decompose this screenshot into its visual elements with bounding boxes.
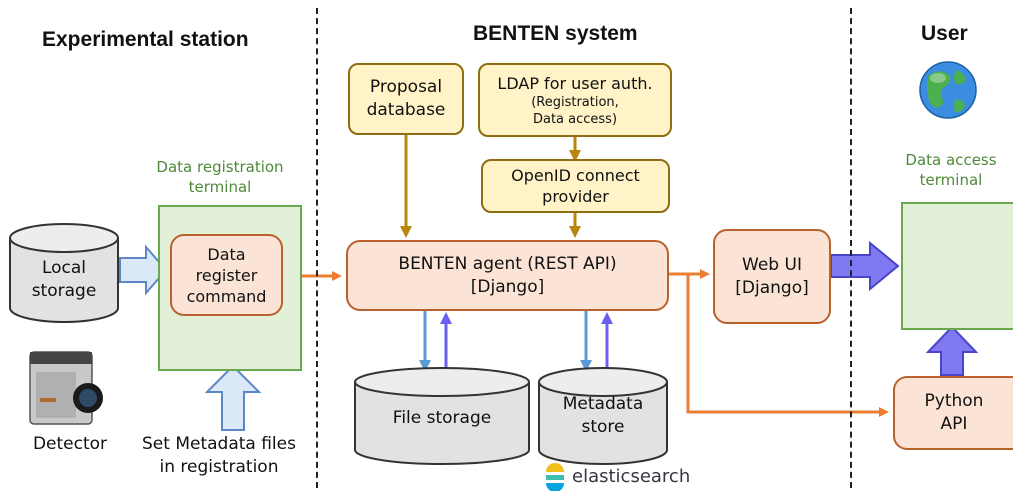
access-terminal-line2: terminal [919,171,983,189]
webui-to-access-arrow [830,240,900,292]
ldap-box: LDAP for user auth. (Registration, Data … [478,63,672,137]
python-to-access-arrow [925,325,979,376]
elasticsearch-label: elasticsearch [572,466,691,487]
detector-label: Detector [32,434,108,454]
local-storage-cylinder [9,223,119,323]
python-line2: API [940,414,968,434]
openid-line1: OpenID connect [511,166,640,185]
metadata-store-cylinder [538,367,668,465]
proposal-line1: Proposal [369,77,443,97]
register-command-box: Data register command [170,234,283,316]
register-command-line3: command [186,286,267,306]
globe-icon [919,61,977,119]
local-to-register-arrow [119,244,168,296]
registration-terminal-label: Data registration terminal [140,157,300,197]
web-ui-box: Web UI [Django] [713,229,831,324]
ldap-line1: LDAP for user auth. [497,73,653,93]
separator-right [850,8,852,488]
header-user: User [921,22,968,45]
ldap-line3: Data access) [532,111,618,127]
openid-line2: provider [542,187,609,206]
local-storage-label: Local storage [14,257,114,303]
benten-agent-box: BENTEN agent (REST API) [Django] [346,240,669,311]
access-terminal-line1: Data access [905,151,997,169]
ldap-line2: (Registration, [531,94,619,110]
access-terminal-box [901,202,1013,330]
agent-line1: BENTEN agent (REST API) [398,253,617,274]
access-terminal-label: Data access terminal [890,150,1012,190]
header-benten-system: BENTEN system [473,22,638,45]
set-metadata-line1: Set Metadata files [142,434,296,454]
header-experimental-station: Experimental station [42,28,249,51]
agent-line2: [Django] [470,276,545,297]
agent-to-python-arrow [686,274,889,417]
local-storage-line1: Local [41,258,87,278]
openid-provider-box: OpenID connect provider [481,159,670,213]
webui-line1: Web UI [742,254,802,275]
file-storage-cylinder [354,367,530,465]
elasticsearch-logo [546,463,564,491]
file-storage-label: File storage [392,408,492,428]
set-metadata-label: Set Metadata files in registration [124,433,314,479]
webui-line2: [Django] [735,277,809,298]
metadata-up-arrow [204,364,262,431]
local-storage-line2: storage [31,281,97,301]
set-metadata-line2: in registration [159,457,279,477]
metadata-store-label: Metadata store [545,393,661,439]
metadata-line1: Metadata [562,394,644,414]
proposal-line2: database [366,100,446,120]
separator-left [316,8,318,488]
python-api-box: Python API [893,376,1013,450]
registration-terminal-label-line1: Data registration [156,158,284,176]
python-line1: Python [924,391,984,411]
register-command-line1: Data [207,244,246,264]
proposal-database-box: Proposal database [348,63,464,135]
metadata-line2: store [581,417,625,437]
detector-camera-image [29,351,103,425]
registration-terminal-label-line2: terminal [188,178,252,196]
register-command-line2: register [195,265,258,285]
